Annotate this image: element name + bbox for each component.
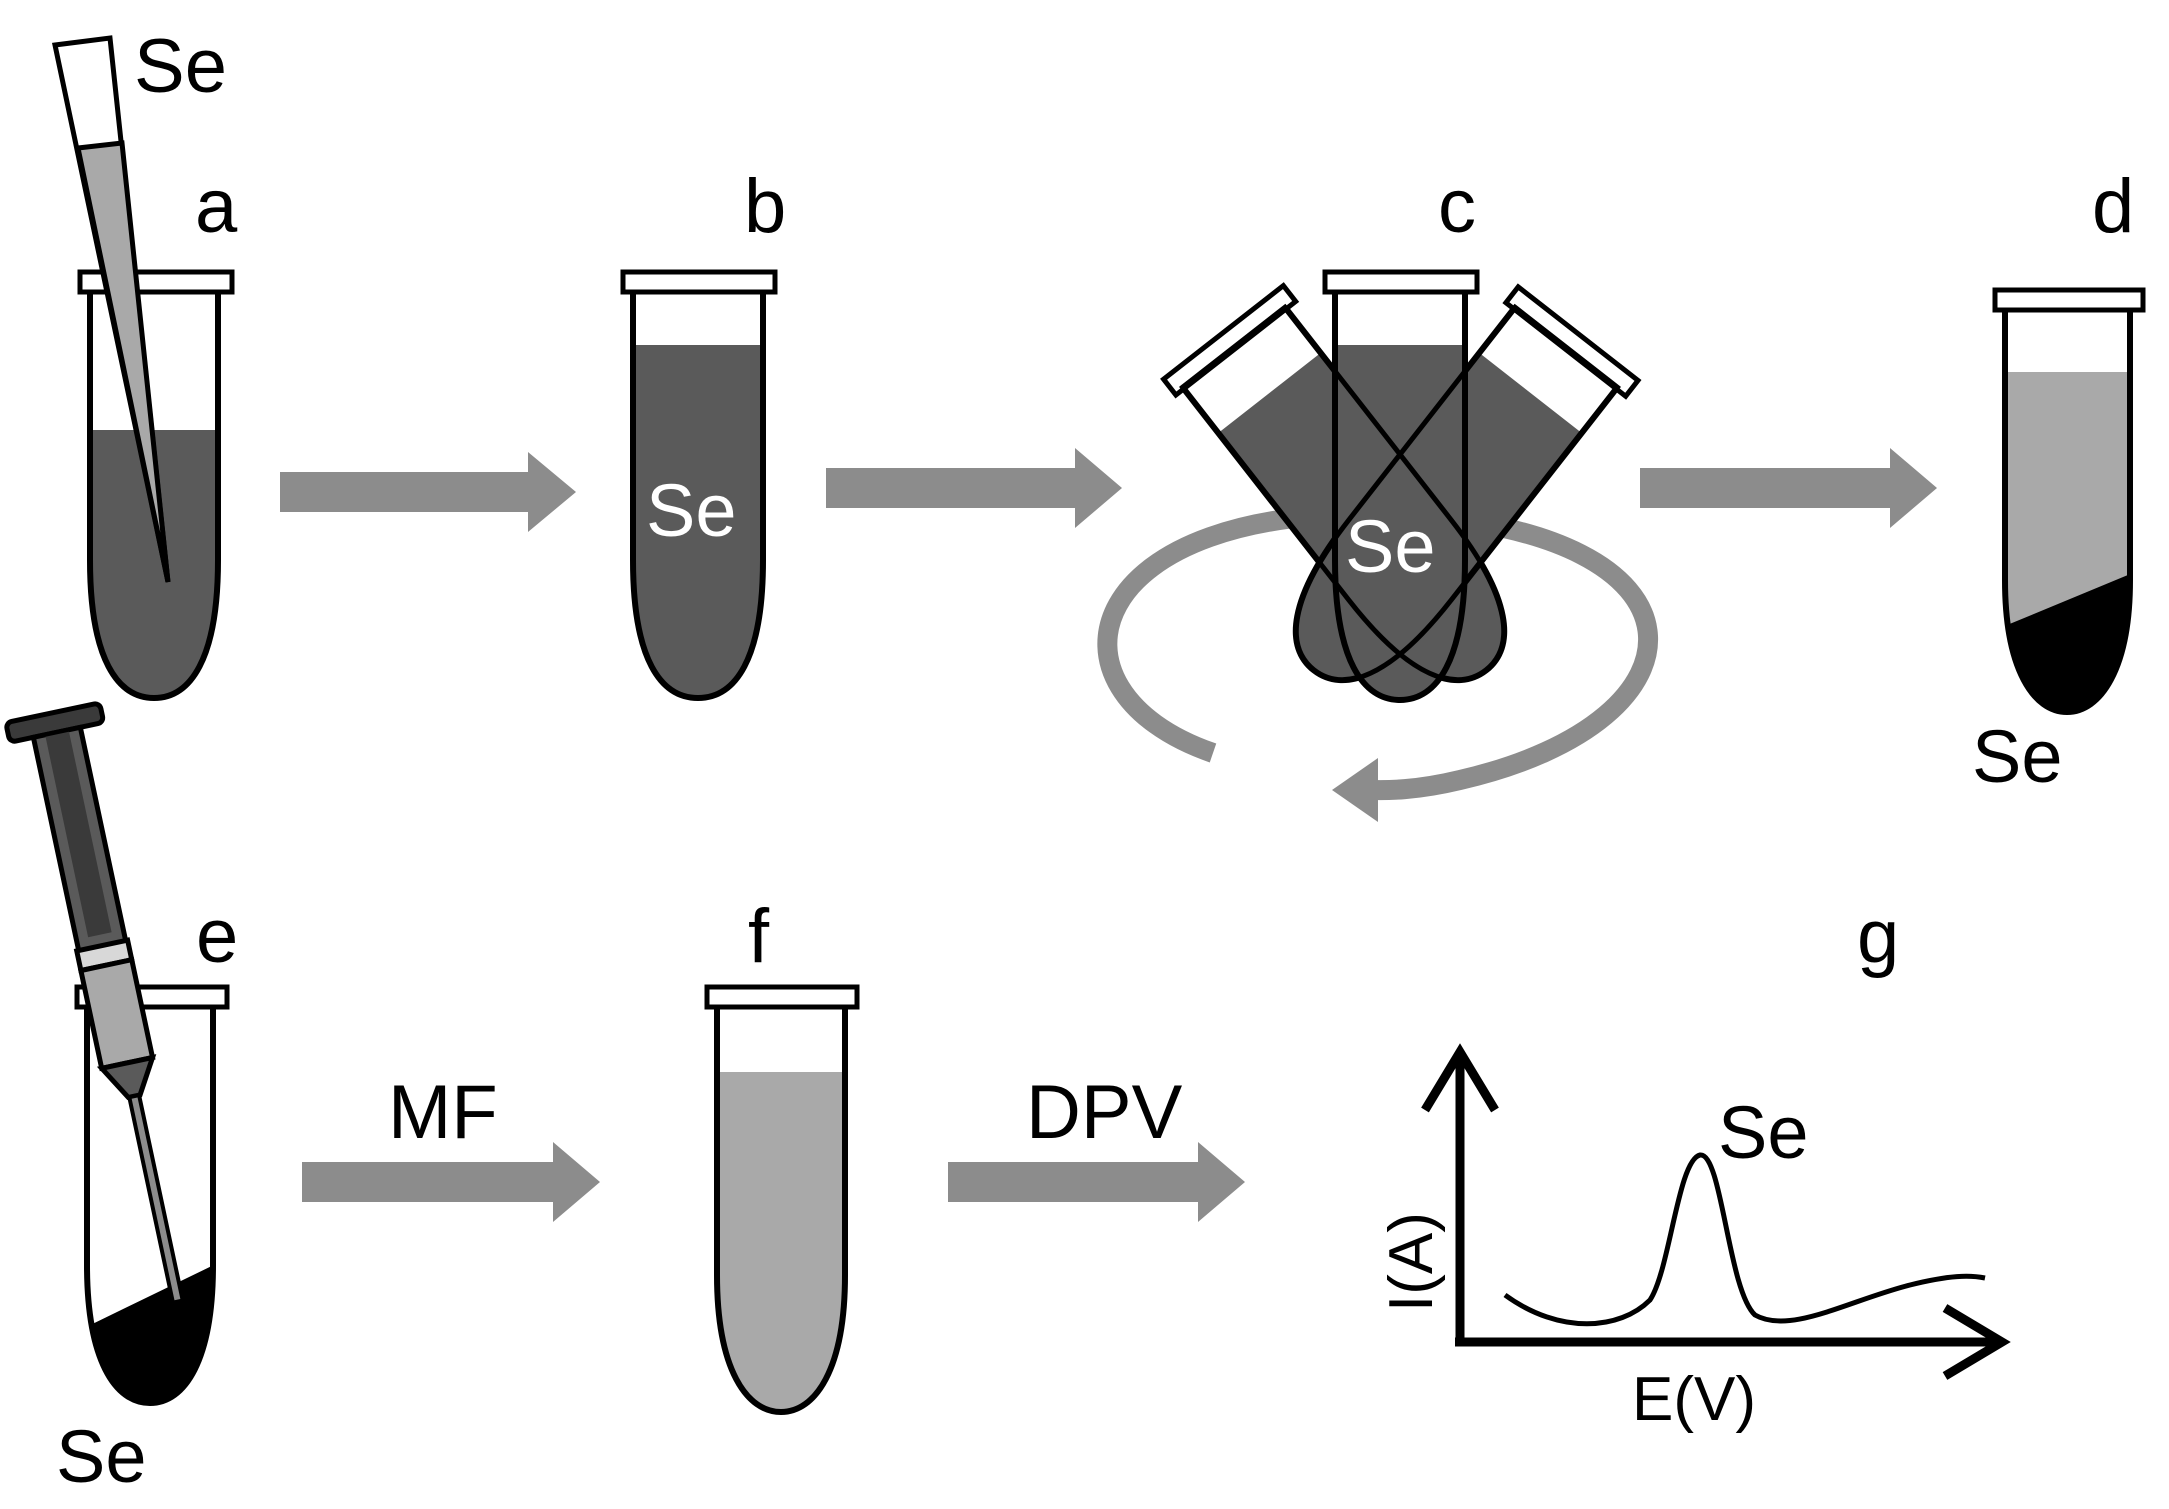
arrow-label-dpv: DPV [1026,1070,1183,1155]
analyte-label-c: Se [1345,505,1436,588]
shaking-tubes-icon [1160,269,1642,704]
process-arrow-b-c [826,448,1122,528]
peak-label: Se [1718,1091,1809,1174]
voltammogram-axes [1421,1043,2011,1380]
panel-label-g: g [1857,894,1899,979]
x-axis-label: E(V) [1632,1365,1756,1434]
panel-b-tube [620,269,778,702]
panel-a-tube [77,269,235,702]
analyte-label-e: Se [56,1415,147,1498]
panel-label-b: b [744,164,786,249]
process-arrow-a-b [280,452,576,532]
rotation-arrow-icon [1097,504,1658,822]
voltammogram-peak-curve [1503,1152,1986,1327]
analyte-label-d: Se [1972,715,2063,798]
panel-d-tube [1992,287,2146,716]
panel-label-a: a [195,164,238,249]
y-axis-label: I(A) [1377,1212,1446,1312]
panel-f-tube [704,984,860,1416]
arrow-label-mf: MF [388,1070,498,1155]
panel-label-f: f [748,894,770,979]
panel-label-d: d [2092,164,2134,249]
process-arrow-e-f [302,1142,600,1222]
analyte-label-b: Se [646,469,737,552]
syringe-icon [4,701,186,1306]
process-arrow-c-d [1640,448,1937,528]
analyte-label-pipette: Se [134,24,227,109]
panel-label-c: c [1438,164,1476,249]
process-arrow-f-g [948,1142,1245,1222]
panel-label-e: e [196,894,238,979]
pipette-icon [51,35,171,583]
